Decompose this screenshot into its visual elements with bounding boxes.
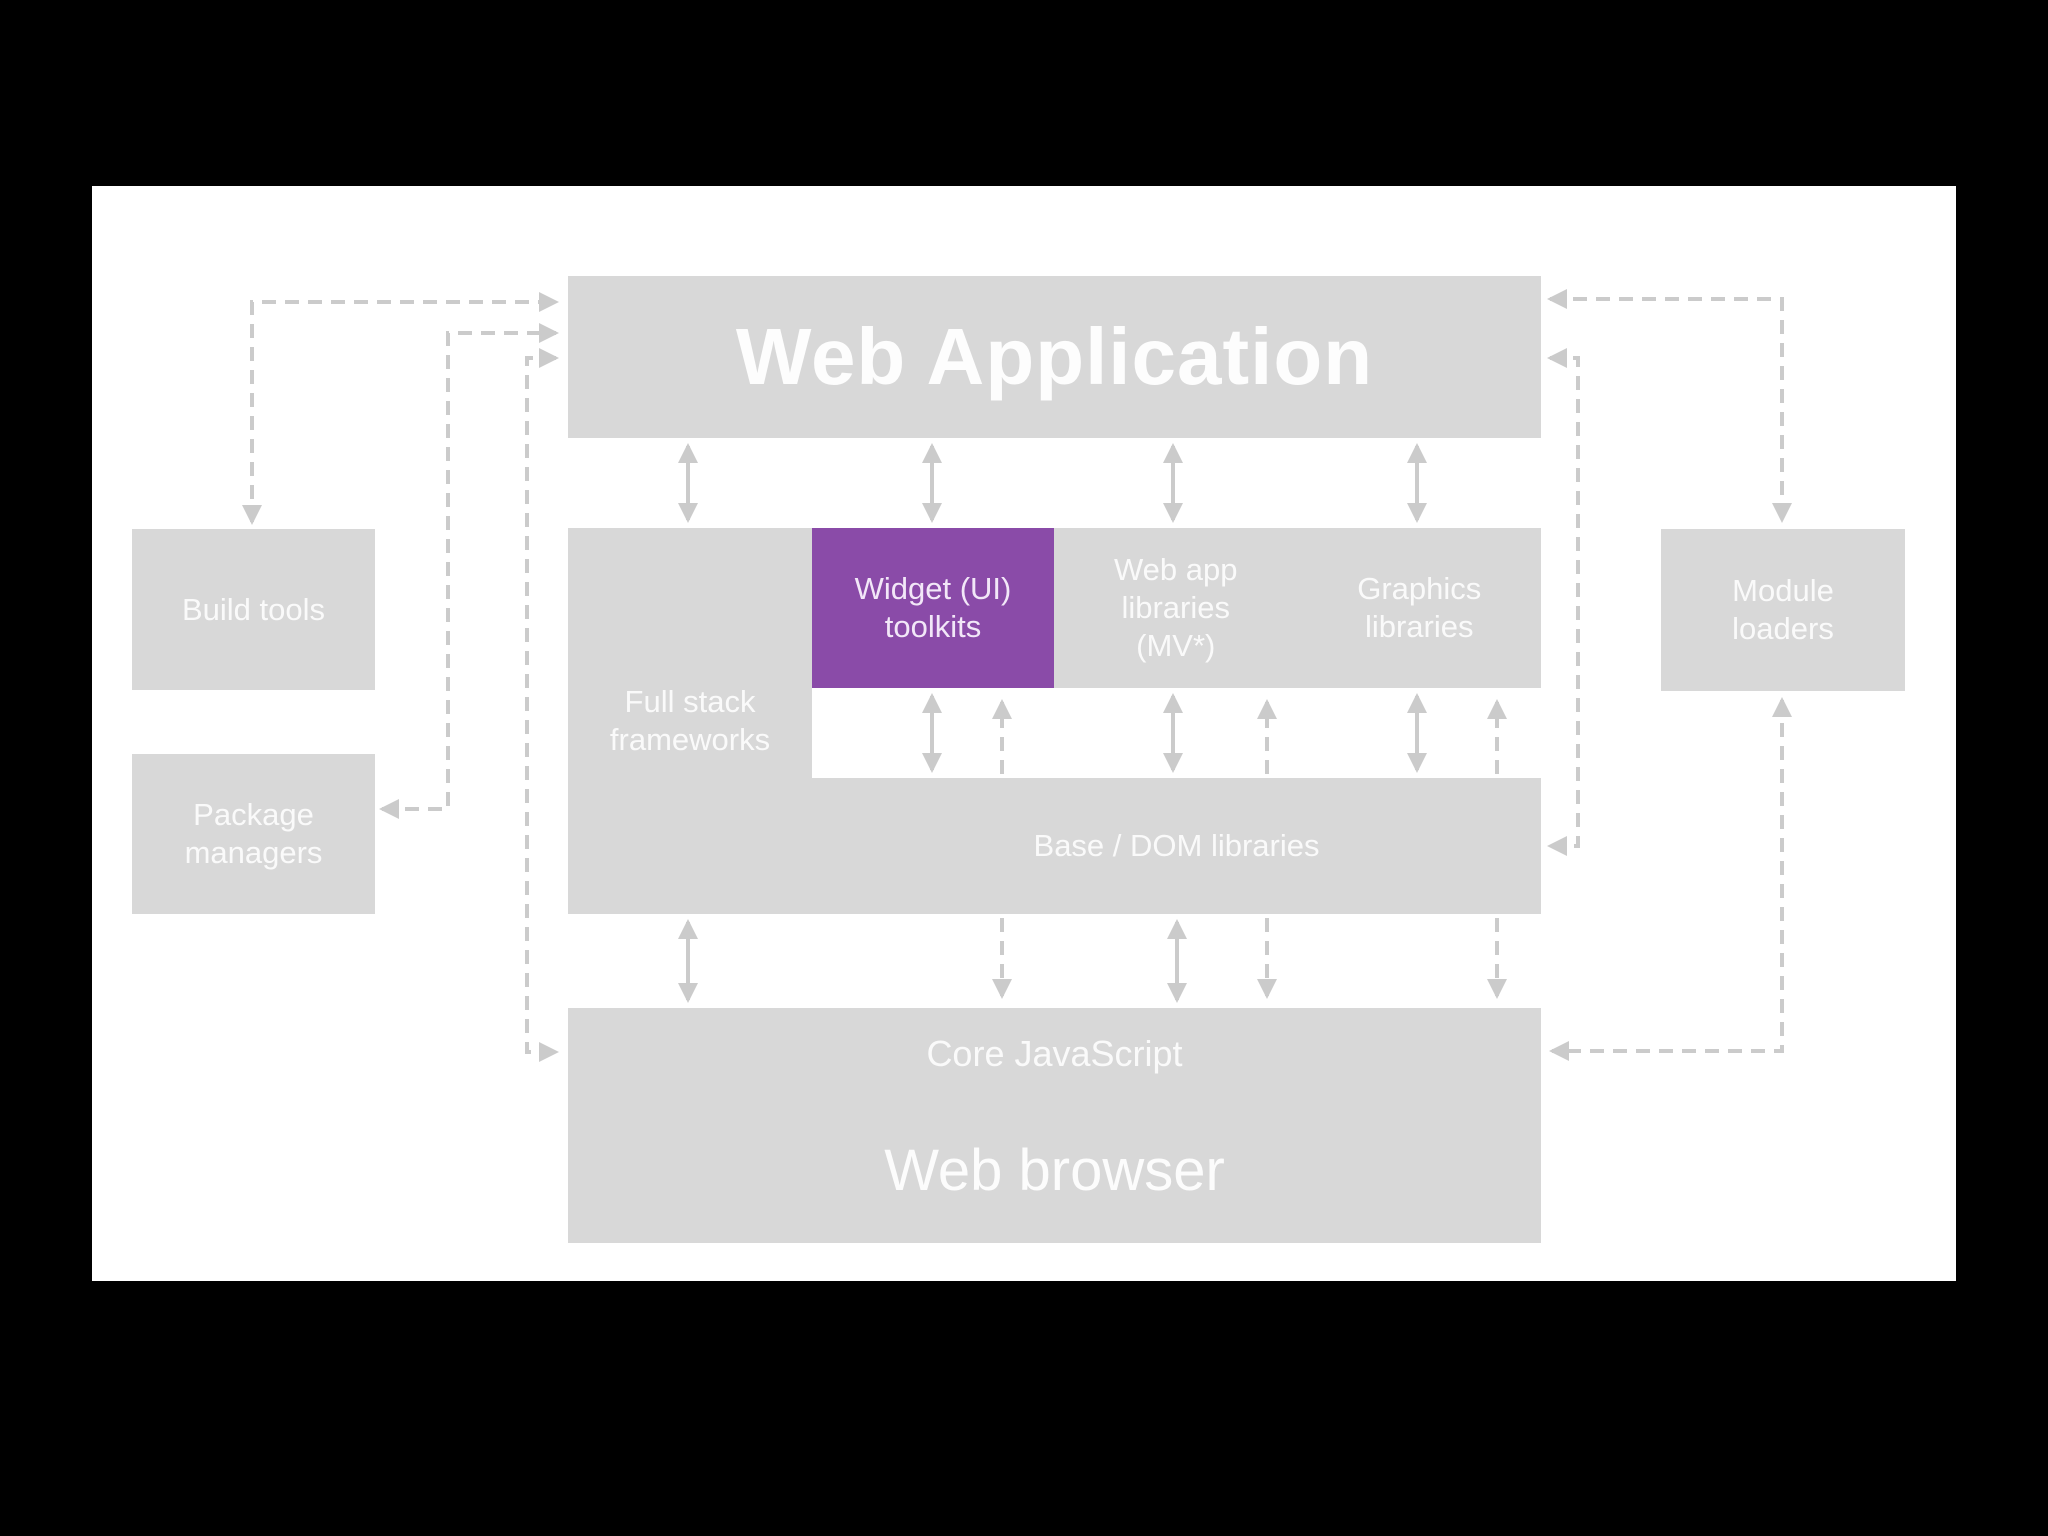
box-module-loaders: Module loaders [1661, 529, 1905, 691]
full-stack-frameworks-label: Full stack frameworks [609, 684, 771, 757]
module-loaders-label: Module loaders [1732, 573, 1834, 646]
package-managers-label: Package managers [184, 797, 323, 870]
core-javascript-label: Core JavaScript [926, 1033, 1183, 1074]
box-full-stack-frameworks: Full stack frameworks [568, 528, 812, 914]
web-browser-label: Web browser [884, 1138, 1225, 1203]
box-base-dom-libraries: Base / DOM libraries [568, 778, 1541, 914]
box-package-managers: Package managers [132, 754, 375, 914]
web-app-libraries-label: Web app libraries (MV*) [1113, 552, 1238, 663]
base-dom-libraries-label: Base / DOM libraries [1033, 828, 1320, 864]
build-tools-label: Build tools [181, 591, 326, 627]
widget-toolkits-label: Widget (UI) toolkits [854, 571, 1012, 644]
box-build-tools: Build tools [132, 529, 375, 690]
box-widget-ui-toolkits-highlighted: Widget (UI) toolkits [812, 528, 1054, 688]
box-libraries-band: Web app libraries (MV*) Graphics librari… [1054, 528, 1541, 688]
web-application-label: Web Application [735, 312, 1374, 402]
box-web-browser: Core JavaScript Web browser [568, 1008, 1541, 1243]
graphics-libraries-label: Graphics libraries [1357, 571, 1482, 644]
box-web-application: Web Application [568, 276, 1541, 438]
